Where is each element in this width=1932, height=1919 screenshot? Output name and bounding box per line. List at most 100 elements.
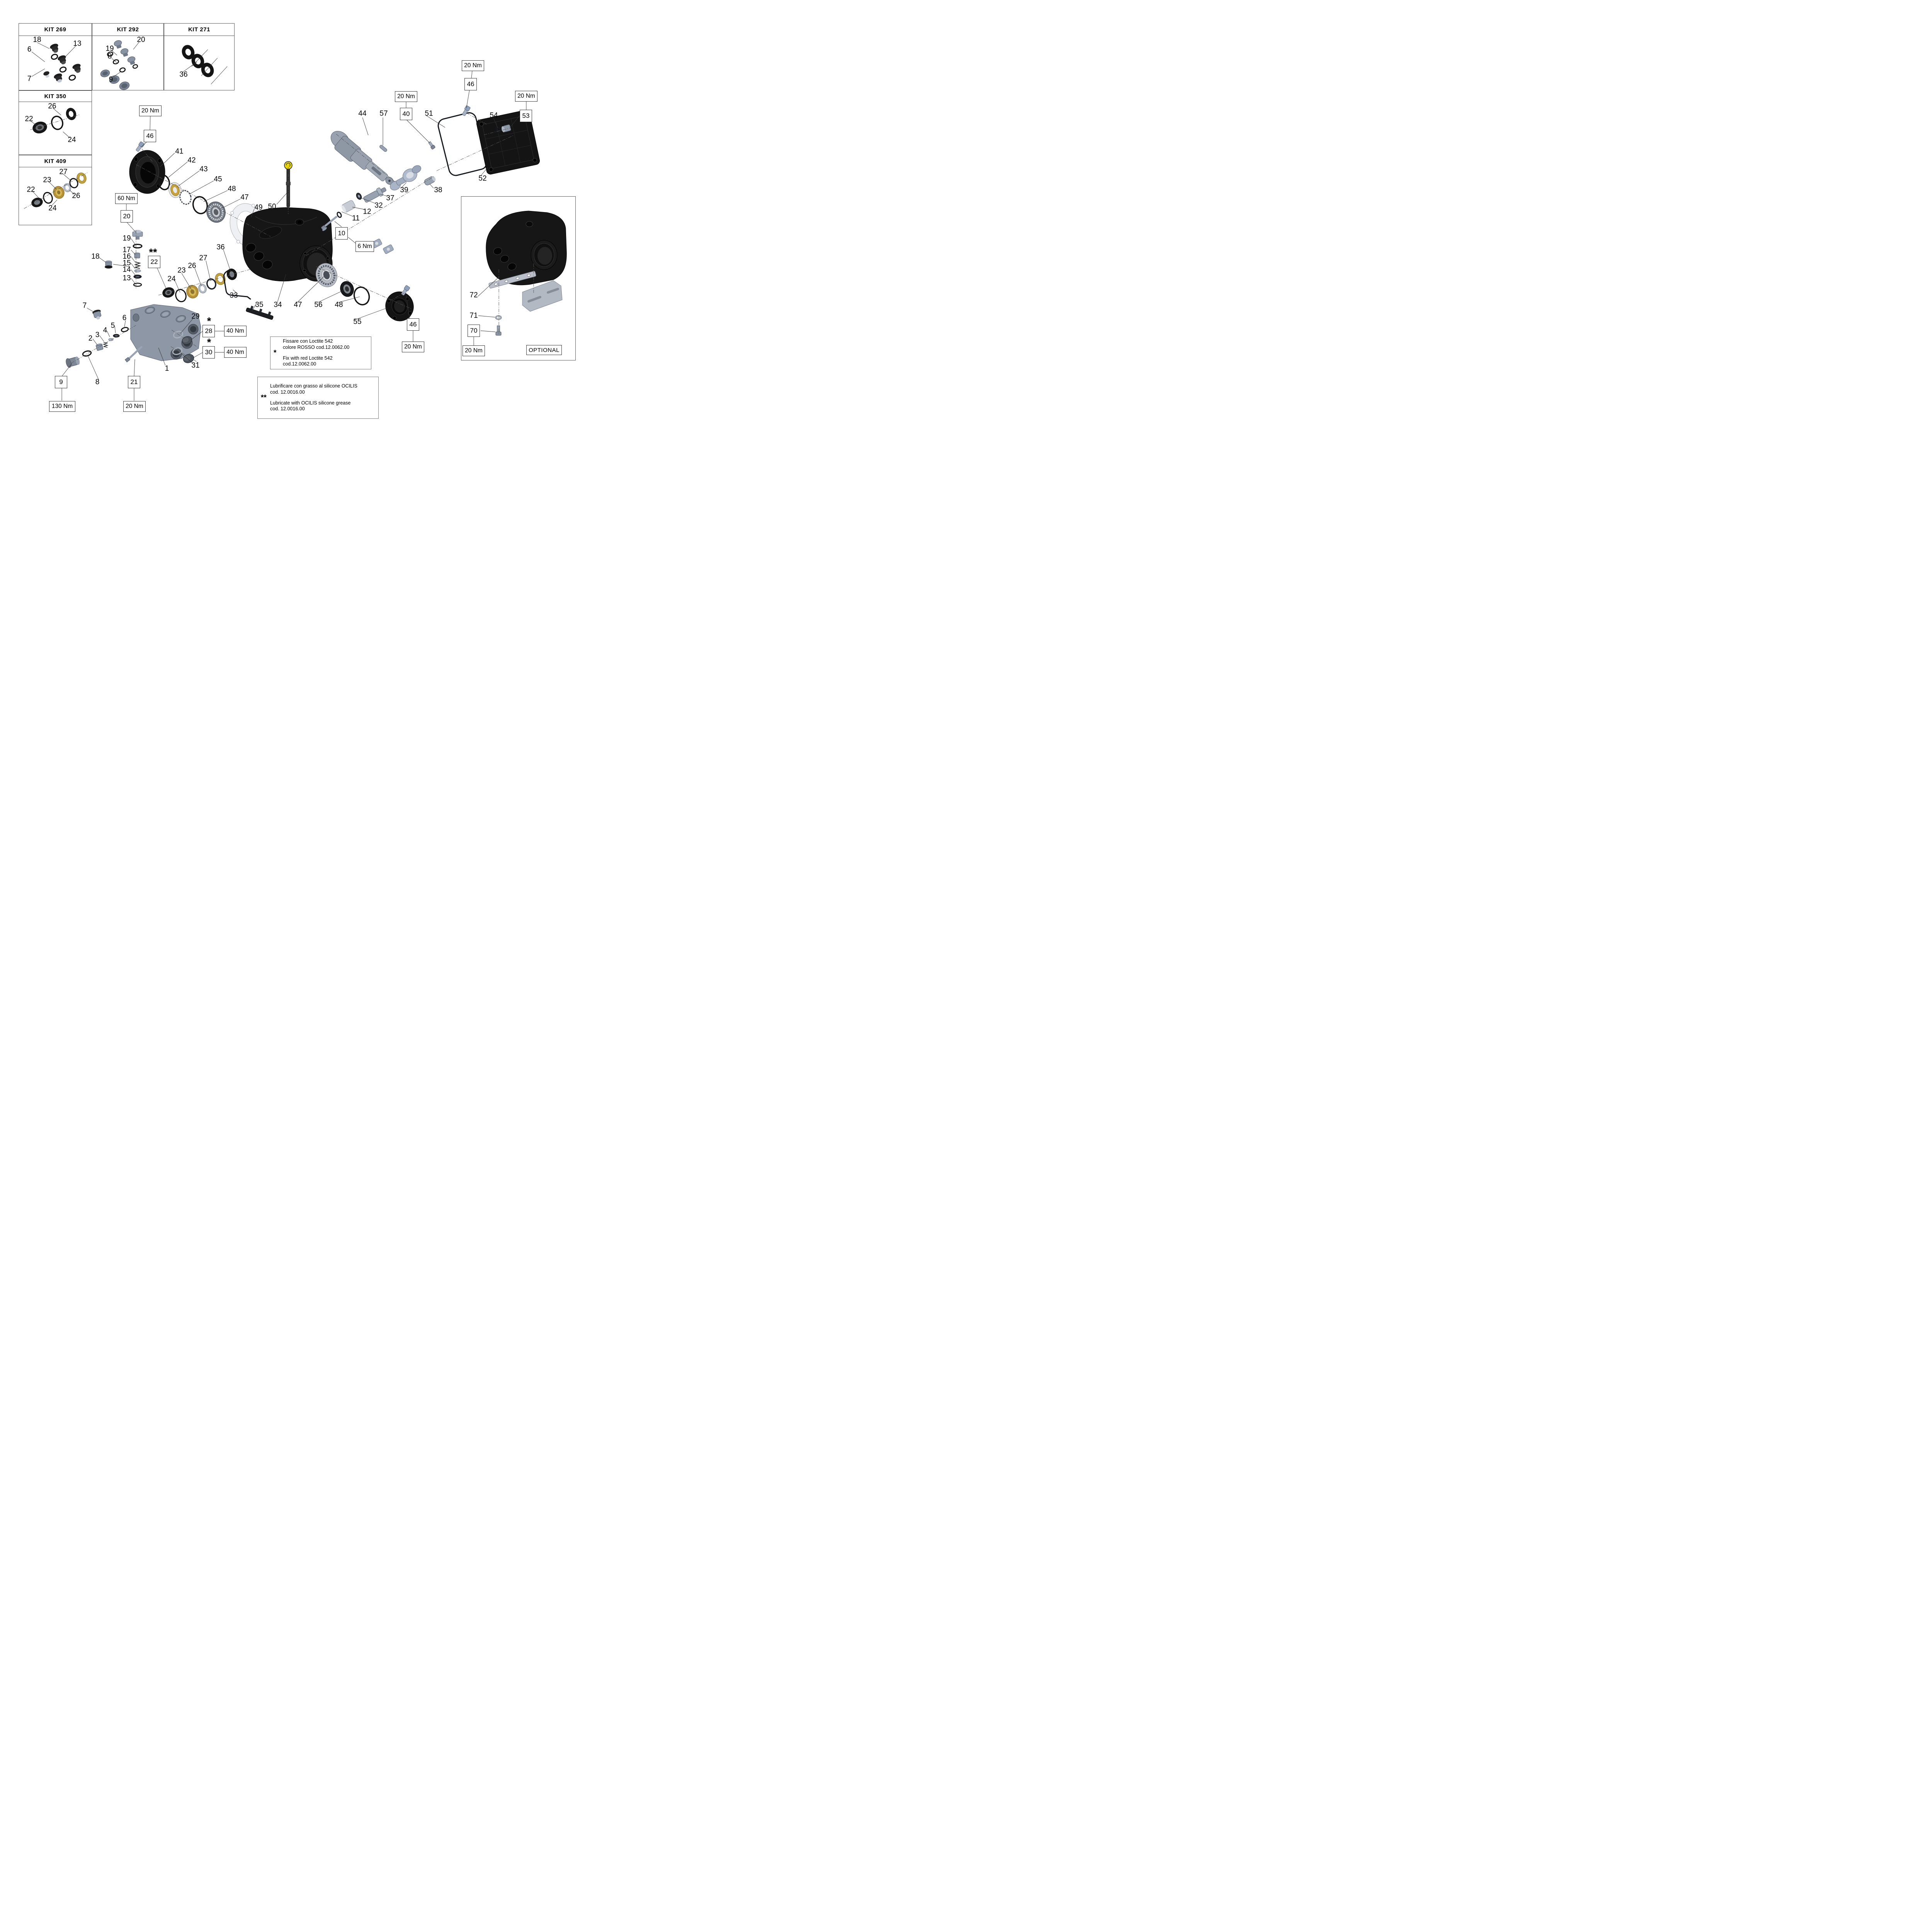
note-grease-line-en1: Lubricate with OCILIS silicone grease	[270, 400, 351, 406]
kit-panel-kit-350: KIT 350	[19, 90, 92, 155]
part-callout-15: 15	[122, 259, 131, 267]
boxed-callout-46: 46	[144, 130, 156, 142]
part-callout-47: 47	[294, 301, 302, 309]
manifold-1-drawing	[130, 304, 201, 361]
part-callout-1: 1	[165, 364, 169, 373]
part-callout-18: 18	[33, 36, 41, 44]
torque-label: 40 Nm	[224, 326, 247, 337]
note-grease: ** Lubrificare con grasso al silicone OC…	[257, 377, 379, 419]
part-callout-9: 9	[109, 75, 113, 84]
part-callout-24: 24	[167, 275, 176, 283]
kit271-parts-drawing	[182, 45, 214, 77]
oring-42-drawing	[157, 174, 170, 190]
kit-title: KIT 269	[19, 24, 92, 36]
piston-pin-38-drawing	[424, 176, 436, 185]
stud-bar-35-drawing	[246, 306, 274, 320]
note-loctite: * Fissare con Loctite 542 colore ROSSO c…	[270, 337, 371, 369]
part-callout-14: 14	[122, 265, 131, 274]
brass-seal-housing-23-drawing	[186, 285, 199, 299]
part-callout-11: 11	[352, 214, 360, 223]
ring-27-drawing	[206, 278, 216, 290]
torque-label: 60 Nm	[115, 193, 138, 204]
crankshaft-44-drawing	[330, 131, 394, 185]
part-callout-47: 47	[240, 193, 249, 202]
bearing-flange-55-drawing	[385, 291, 414, 321]
part-callout-50: 50	[268, 202, 276, 211]
valve-7-drawing	[92, 309, 102, 320]
note-loctite-line-en2: cod.12.0062.00	[283, 361, 316, 367]
washer-71-drawing	[495, 315, 502, 320]
torque-label: 6 Nm	[355, 241, 374, 252]
note-grease-line-it2: cod. 12.0016.00	[270, 389, 305, 395]
oil-seal-36-drawing	[226, 269, 237, 280]
seal-5-drawing	[113, 334, 120, 338]
part-callout-36: 36	[179, 70, 188, 79]
part-callout-23: 23	[177, 266, 186, 275]
part-callout-48: 48	[335, 301, 343, 309]
oring-19-drawing	[133, 244, 143, 248]
plug-30-drawing	[183, 354, 194, 363]
part-callout-36: 36	[216, 243, 225, 252]
part-callout-35: 35	[255, 301, 264, 309]
boxed-callout-70: 70	[468, 325, 480, 337]
torque-label: 20 Nm	[139, 105, 162, 116]
asterisk-marker: *	[207, 315, 211, 327]
kit269-parts-drawing	[43, 44, 81, 83]
exploded-parts-drawing	[24, 40, 567, 401]
part-callout-12: 12	[363, 207, 371, 216]
part-callout-4: 4	[103, 326, 107, 335]
kit350-parts-drawing	[32, 108, 77, 134]
screw-46-top-left-drawing	[136, 141, 145, 152]
seal-22-drawing	[162, 287, 175, 298]
washer-11-drawing	[337, 211, 342, 218]
part-callout-24: 24	[48, 204, 57, 212]
part-callout-27: 27	[59, 168, 68, 176]
wire-clip-33-drawing	[223, 270, 251, 300]
boxed-callout-46: 46	[407, 318, 419, 331]
centerline-layer	[24, 112, 534, 364]
boxed-callout-9: 9	[55, 376, 67, 388]
note-grease-line-en2: cod. 12.0016.00	[270, 406, 305, 412]
part-callout-6: 6	[122, 314, 127, 322]
oil-seal-56-drawing	[340, 281, 354, 297]
screw-46-top-right-drawing	[462, 105, 471, 116]
part-callout-42: 42	[187, 156, 196, 165]
part-callout-49: 49	[254, 203, 263, 212]
kit292-parts-drawing	[100, 40, 138, 90]
note-loctite-line-it1: Fissare con Loctite 542	[283, 338, 333, 344]
kit-title: KIT 292	[92, 24, 163, 36]
valve-cage-17-drawing	[134, 252, 140, 258]
torque-label: 20 Nm	[515, 91, 537, 102]
part-callout-43: 43	[199, 165, 208, 173]
part-callout-8: 8	[107, 52, 112, 61]
part-callout-38: 38	[434, 186, 442, 194]
boxed-callout-22: 22	[148, 256, 160, 268]
part-callout-13: 13	[73, 39, 82, 48]
part-callout-54: 54	[490, 111, 498, 120]
part-callout-16: 16	[122, 252, 131, 261]
flange-41-drawing	[129, 150, 165, 194]
part-callout-17: 17	[122, 246, 131, 254]
part-callout-19: 19	[122, 234, 131, 243]
bolt-21-drawing	[124, 346, 143, 362]
valve-plug-20-drawing	[132, 230, 143, 240]
part-callout-52: 52	[478, 174, 487, 183]
bearing-47-front-drawing	[206, 201, 226, 223]
bolt-70-drawing	[495, 325, 502, 336]
mount-bracket-drawing	[522, 280, 563, 312]
part-callout-7: 7	[27, 75, 32, 83]
torque-label: 20 Nm	[463, 345, 485, 356]
part-callout-3: 3	[95, 331, 100, 339]
boxed-callout-10: 10	[335, 227, 348, 240]
torque-label: 130 Nm	[49, 401, 75, 412]
part-callout-34: 34	[274, 301, 282, 309]
part-callout-71: 71	[469, 311, 478, 320]
torque-label: 20 Nm	[402, 342, 424, 352]
plunger-37-drawing	[363, 187, 386, 203]
note-loctite-line-it2: colore ROSSO cod.12.0062.00	[283, 344, 350, 350]
note-grease-line-it1: Lubrificare con grasso al silicone OCILI…	[270, 383, 357, 389]
asterisk-marker: **	[149, 246, 157, 258]
bearing-clamp-drawing	[371, 238, 394, 254]
asterisk-marker: *	[207, 336, 211, 348]
boxed-callout-28: 28	[202, 325, 215, 337]
